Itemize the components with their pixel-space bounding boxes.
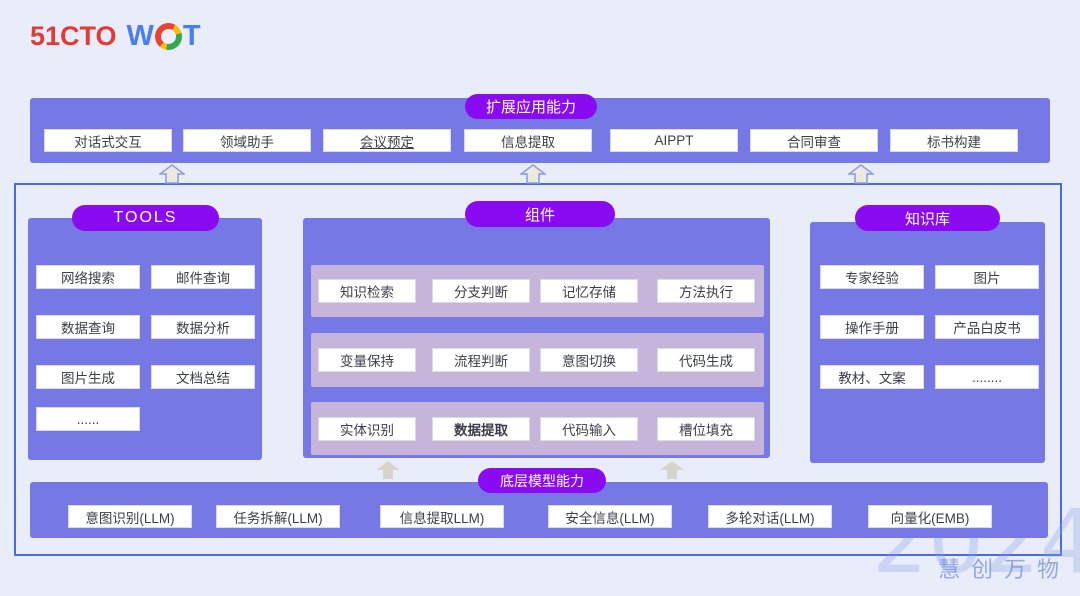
- app-item-aippt: AIPPT: [610, 129, 738, 152]
- app-item-bid-building: 标书构建: [890, 129, 1018, 152]
- tool-item-mail-query: 邮件查询: [151, 265, 255, 289]
- app-item-domain-assistant: 领域助手: [183, 129, 311, 152]
- extended-apps-badge: 扩展应用能力: [465, 94, 597, 119]
- up-arrow-icon: [659, 461, 685, 484]
- components-badge: 组件: [465, 201, 615, 227]
- knowledge-product-whitepaper: 产品白皮书: [935, 315, 1039, 339]
- knowledge-operation-manual: 操作手册: [820, 315, 924, 339]
- component-entity-recognition: 实体识别: [318, 416, 416, 441]
- model-intent-recognition: 意图识别(LLM): [68, 505, 192, 528]
- component-code-generation: 代码生成: [657, 348, 755, 372]
- wot-logo: W T: [127, 20, 201, 53]
- watermark-text: 慧创万物: [938, 557, 1071, 582]
- extended-apps-band: 扩展应用能力 对话式交互 领域助手 会议预定 信息提取 AIPPT 合同审查 标…: [30, 94, 1050, 163]
- component-memory-storage: 记忆存储: [540, 279, 638, 303]
- model-multiturn-dialog: 多轮对话(LLM): [708, 505, 832, 528]
- tools-badge: TOOLS: [72, 205, 219, 231]
- app-item-info-extraction: 信息提取: [464, 129, 592, 152]
- knowledge-images: 图片: [935, 265, 1039, 289]
- component-data-extraction: 数据提取: [432, 416, 530, 441]
- component-slot-filling: 槽位填充: [657, 416, 755, 441]
- knowledge-expert-experience: 专家经验: [820, 265, 924, 289]
- up-arrow-icon: [518, 164, 548, 189]
- tool-item-data-query: 数据查询: [36, 315, 140, 339]
- base-model-badge: 底层模型能力: [478, 468, 606, 493]
- components-row-1: 知识检索 分支判断 记忆存储 方法执行: [311, 265, 764, 317]
- component-variable-hold: 变量保持: [318, 348, 416, 372]
- app-item-meeting-booking: 会议预定: [323, 129, 451, 152]
- wot-letter-w: W: [126, 20, 154, 52]
- wot-ring-icon: [154, 23, 182, 50]
- component-code-input: 代码输入: [540, 416, 638, 441]
- model-info-extraction: 信息提取LLM): [380, 505, 504, 528]
- up-arrow-icon: [846, 164, 876, 189]
- app-item-contract-review: 合同审查: [750, 129, 878, 152]
- tool-item-image-generation: 图片生成: [36, 365, 140, 389]
- wot-letter-t: T: [182, 20, 201, 52]
- component-branch-judgment: 分支判断: [432, 279, 530, 303]
- tool-item-doc-summary: 文档总结: [151, 365, 255, 389]
- tool-item-data-analysis: 数据分析: [151, 315, 255, 339]
- tool-item-web-search: 网络搜索: [36, 265, 140, 289]
- up-arrow-icon: [375, 461, 401, 484]
- app-item-dialog: 对话式交互: [44, 129, 172, 152]
- model-safety-info: 安全信息(LLM): [548, 505, 672, 528]
- knowledge-badge: 知识库: [855, 205, 1000, 231]
- component-method-execution: 方法执行: [657, 279, 755, 303]
- tool-item-more: ......: [36, 407, 140, 431]
- model-task-decomposition: 任务拆解(LLM): [216, 505, 340, 528]
- up-arrow-icon: [157, 164, 187, 189]
- components-column: 组件 知识检索 分支判断 记忆存储 方法执行 变量保持 流程判断 意图切换 代码…: [303, 201, 770, 458]
- tools-column: TOOLS 网络搜索 邮件查询 数据查询 数据分析 图片生成 文档总结 ....…: [28, 205, 262, 460]
- wot-ring-hole: [160, 29, 176, 44]
- logo-group: 51CTO W T: [30, 20, 201, 53]
- knowledge-textbook-copywriting: 教材、文案: [820, 365, 924, 389]
- 51cto-logo: 51CTO: [30, 21, 117, 51]
- component-flow-judgment: 流程判断: [432, 348, 530, 372]
- model-vectorization: 向量化(EMB): [868, 505, 992, 528]
- components-row-3: 实体识别 数据提取 代码输入 槽位填充: [311, 402, 764, 455]
- components-row-2: 变量保持 流程判断 意图切换 代码生成: [311, 333, 764, 387]
- base-model-band: 底层模型能力 意图识别(LLM) 任务拆解(LLM) 信息提取LLM) 安全信息…: [30, 468, 1048, 538]
- component-intent-switch: 意图切换: [540, 348, 638, 372]
- knowledge-column: 知识库 专家经验 图片 操作手册 产品白皮书 教材、文案 ........: [810, 205, 1045, 463]
- platform-frame: [14, 183, 1062, 556]
- knowledge-more: ........: [935, 365, 1039, 389]
- component-knowledge-retrieval: 知识检索: [318, 279, 416, 303]
